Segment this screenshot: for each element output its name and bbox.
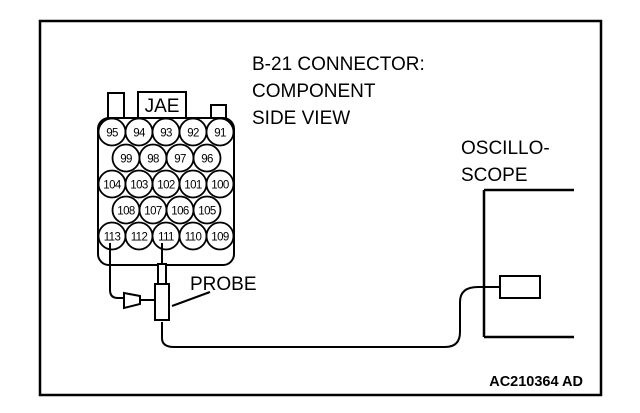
- pin-112-label: 112: [131, 232, 148, 244]
- pin-92-label: 92: [187, 128, 199, 140]
- title-line-2: COMPONENT: [252, 81, 376, 102]
- pin-93-label: 93: [160, 128, 172, 140]
- oscilloscope-input-jack: [499, 275, 541, 299]
- pin-100-circle: [205, 169, 235, 199]
- probe: [150, 263, 170, 321]
- pin-105-label: 105: [198, 206, 216, 218]
- pin-97-label: 97: [174, 154, 186, 166]
- probe-tip: [157, 263, 167, 285]
- oscilloscope-line-1: OSCILLO-: [461, 138, 550, 159]
- figure-frame: [38, 19, 603, 397]
- pin-107-label: 107: [144, 206, 162, 218]
- connector-pins: 95 94 93 92 91 99 98 97 96 104 103 102 101 100 108 107 1…: [97, 117, 235, 251]
- pin-104-label: 104: [103, 180, 122, 192]
- ground-lead-wire: [109, 243, 124, 299]
- b21-connector: JAE 95 94 93 92 91 99 98 97 96 104 103 102 101 100 108…: [97, 91, 235, 266]
- connector-title: B-21 CONNECTOR: COMPONENT SIDE VIEW: [252, 54, 425, 129]
- title-line-1: B-21 CONNECTOR:: [252, 54, 425, 75]
- probe-cable: [161, 286, 500, 348]
- title-line-3: SIDE VIEW: [252, 108, 350, 129]
- pin-103-label: 103: [130, 180, 148, 192]
- figure-code: AC210364 AD: [489, 374, 583, 390]
- pin-98-label: 98: [147, 154, 159, 166]
- pin-96-circle: [192, 143, 222, 173]
- probe-label: PROBE: [190, 274, 257, 295]
- alligator-clip: [123, 291, 141, 310]
- pin-106-label: 106: [171, 206, 189, 218]
- pin-102-label: 102: [157, 180, 175, 192]
- probe-callout-line: [171, 291, 211, 307]
- pin-109-circle: [205, 221, 235, 251]
- probe-handle: [154, 283, 170, 321]
- pin-110-label: 110: [185, 232, 202, 244]
- pin-105-circle: [192, 195, 222, 225]
- pin-101-label: 101: [184, 180, 202, 192]
- oscilloscope: [482, 188, 574, 339]
- pin-91-label: 91: [214, 128, 226, 140]
- pin-109-label: 109: [211, 232, 229, 244]
- pin-96-label: 96: [201, 154, 213, 166]
- pin-100-label: 100: [211, 180, 229, 192]
- oscilloscope-line-2: SCOPE: [461, 165, 528, 186]
- pin-99-label: 99: [120, 154, 132, 166]
- jae-tab: [137, 91, 187, 119]
- pin-108-label: 108: [117, 206, 135, 218]
- pin-91-circle: [205, 117, 235, 147]
- oscilloscope-label: OSCILLO- SCOPE: [461, 138, 550, 186]
- pin-111-label: 111: [158, 232, 174, 244]
- probe-wiring: [109, 243, 500, 348]
- pin-95-label: 95: [106, 128, 118, 140]
- pin-113-label: 113: [104, 232, 121, 244]
- pin-94-label: 94: [133, 128, 146, 140]
- connector-brand: JAE: [145, 96, 180, 117]
